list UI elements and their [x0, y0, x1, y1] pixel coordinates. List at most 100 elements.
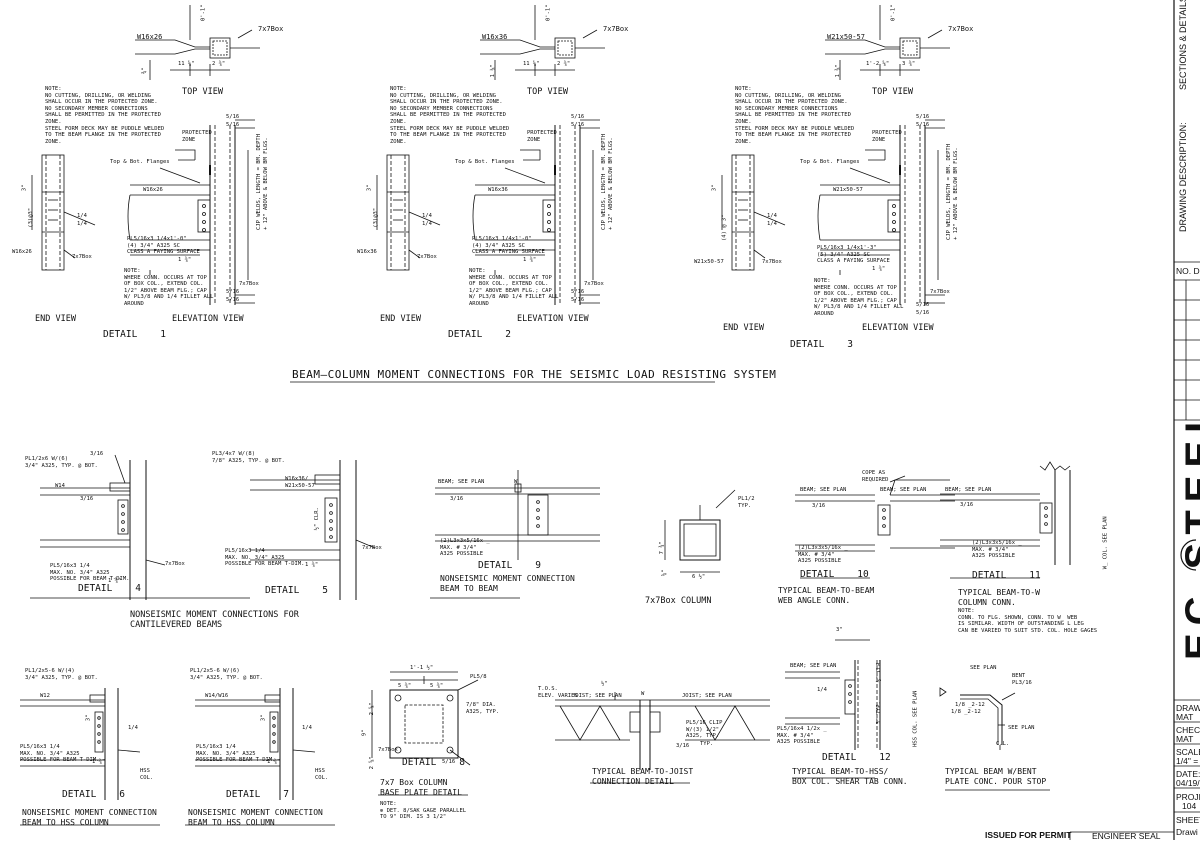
d1-top-view: TOP VIEW [182, 87, 223, 97]
detail-3-title: DETAIL 3 [790, 339, 853, 350]
tb-project: PROJE [1176, 792, 1200, 802]
tb-sections: SECTIONS & DETAILS [1178, 0, 1188, 90]
d3-side-dim: 0'-1" [890, 4, 897, 22]
d10-cope: COPE AS REQUIRED [862, 470, 889, 483]
bent-w2: 1/8 _2-12 [951, 709, 981, 715]
box-d3: ⅝" [661, 569, 668, 577]
joist-typ: TYP. [700, 741, 714, 747]
detail-12-title: DETAIL 12 [822, 752, 891, 763]
detail-8-linework [371, 671, 479, 796]
joist-w316: 3/16 [676, 743, 690, 749]
box-dim: 7 ¾" [658, 541, 665, 555]
d2-plate: PL5/16x3 1/4x1'-0" (4) 3/4" A325 SC CLAS… [472, 236, 545, 256]
joist-j2: JOIST; SEE PLAN [682, 693, 732, 699]
d2-note-bot: NOTE: WHERE CONN. OCCURS AT TOP OF BOX C… [469, 268, 559, 307]
main-title: BEAM–COLUMN MOMENT CONNECTIONS FOR THE S… [292, 368, 777, 381]
d8-top: 1'-1 ½" [410, 665, 434, 671]
d3-ev-beam: W21x50-57 [833, 187, 863, 193]
tb-drawing-desc: DRAWING DESCRIPTION: [1178, 122, 1188, 232]
d1-w14a: 1/4 [77, 213, 87, 219]
d8-s2: 2 ⅝" [368, 756, 375, 770]
d3-flanges: Top & Bot. Flanges [800, 159, 860, 165]
d8-note: NOTE: ⊕ DET. 8/SAK GAGE PARALLEL TO 9" D… [380, 801, 467, 821]
d12-tab: PL5/16x4 1/2x _ MAX. # 3/4" A325 POSSIBL… [777, 726, 827, 746]
d3-endbox: 7x7Box [762, 259, 782, 265]
d6-plate-top: PL1/2x5-6 W/(4) 3/4" A325, TYP. @ BOT. [25, 668, 98, 681]
d3-note-bot: NOTE: WHERE CONN. OCCURS AT TOP OF BOX C… [814, 278, 904, 317]
d1-end-col: W16x26 [12, 249, 32, 255]
tb-sheet-val: Drawi [1176, 827, 1198, 837]
d3-3in: 3" [711, 184, 718, 192]
d2-elev-view: ELEVATION VIEW [517, 314, 589, 324]
d3-dim1: 1'-2 ⅝" [866, 61, 890, 67]
d3-134: 1 ¾" [872, 266, 886, 272]
detail-11-linework [940, 461, 1071, 579]
d1-cjp: CJP WELDS, LENGTH = BM. DEPTH + 12" ABOV… [256, 133, 269, 230]
bent-w1: 1/8 _2-12 [955, 702, 985, 708]
d2-d3: 1 ⅛" [489, 64, 496, 78]
joist-clip: PL5/16 CLIP W/(3) 1/2" A325, TYP. [686, 720, 723, 740]
d3-box-bot: 7x7Box [930, 289, 950, 295]
d12-clr: ½" CLR. [875, 659, 882, 683]
d10-clip: (2)L3x3x5/16x _ MAX. # 3/4" A325 POSSIBL… [798, 545, 848, 565]
d4-w316: 3/16 [90, 451, 104, 457]
d12-beam: BEAM; SEE PLAN [790, 663, 837, 669]
d1-side-dim: 0'-1" [200, 4, 207, 22]
d2-end-col: W16x36 [357, 249, 377, 255]
title-block-frame [1069, 0, 1200, 840]
d3-w14b: 1/4 [767, 221, 777, 227]
bent-plan2: SEE PLAN [1008, 725, 1035, 731]
d12-dim: 3" [836, 627, 843, 633]
d1-ev-beam: W16x26 [143, 187, 163, 193]
tb-checked-val: MAT [1176, 734, 1194, 744]
d12-bolt: 3" TYP. [875, 701, 882, 725]
d11-col: W_ COL. SEE PLAN [1102, 516, 1109, 570]
tb-logo: EC STEEL [1178, 400, 1200, 660]
d8-holes: 7/8" DIA. A325, TYP. [466, 702, 500, 715]
bent-cl: C.L. [996, 741, 1010, 747]
d8-pl: PL5/8 [470, 674, 487, 680]
caption-d4-d5: NONSEISMIC MOMENT CONNECTIONS FOR CANTIL… [130, 610, 299, 630]
d2-note-top: NOTE: NO CUTTING, DRILLING, OR WELDING S… [390, 86, 510, 145]
tb-drawn: DRAW [1176, 703, 1200, 713]
detail-6-title: DETAIL 6 [62, 789, 125, 800]
d2-ev-beam: W16x36 [488, 187, 508, 193]
d6-3in: 3" [85, 714, 92, 722]
d1-w516d: 5/16 [226, 297, 240, 303]
d2-dim2: 2 ¾" [557, 61, 571, 67]
detail-1-linework [31, 5, 260, 305]
caption-box: 7x7Box COLUMN [645, 596, 712, 606]
d2-beam-label: W16x36 [482, 33, 508, 41]
caption-bent: TYPICAL BEAM W/BENT PLATE CONC. POUR STO… [945, 767, 1047, 786]
d3-protected: PROTECTED ZONE [872, 130, 902, 143]
d1-endbox: 7x7Box [72, 254, 92, 260]
d2-3in: 3" [366, 184, 373, 192]
detail-11-title: DETAIL 11 [972, 570, 1041, 581]
d11-w316: 3/16 [960, 502, 974, 508]
d2-box-bot: 7x7Box [584, 281, 604, 287]
d3-end-view: END VIEW [723, 323, 764, 333]
d1-note-bot: NOTE: WHERE CONN. OCCURS AT TOP OF BOX C… [124, 268, 214, 307]
d1-d3: ¾" [141, 67, 148, 75]
detail-9-title: DETAIL 9 [478, 560, 541, 571]
d5-beam: W16x36/ W21x50-57 [285, 476, 315, 489]
caption-d7: NONSEISMIC MOMENT CONNECTION BEAM TO HSS… [188, 808, 323, 827]
joist-tos: T.O.S. ELEV. VARIES [538, 686, 578, 699]
caption-d12: TYPICAL BEAM-TO-HSS/ BOX COL. SHEAR TAB … [792, 767, 908, 786]
d10-beam1: BEAM; SEE PLAN [800, 487, 847, 493]
joist-dim: ½" [601, 681, 608, 687]
d3-beam-label: W21x50-57 [827, 33, 865, 41]
d6-w14: 1/4 [128, 725, 138, 731]
d1-134: 1 ¾" [178, 257, 192, 263]
d10-beam2: BEAM; SEE PLAN [880, 487, 927, 493]
d2-protected: PROTECTED ZONE [527, 130, 557, 143]
d6-beam: W12 [40, 693, 50, 699]
detail-8-title: DETAIL 8 [402, 757, 465, 768]
d6-plate-bot: PL5/16x3 1/4 MAX. NO. 3/4" A325 POSSIBLE… [20, 744, 100, 764]
d2-134: 1 ¾" [523, 257, 537, 263]
d1-end-view: END VIEW [35, 314, 76, 324]
d4-plate-bot: PL5/16x3 1/4 MAX. NO. 3/4" A325 POSSIBLE… [50, 563, 130, 583]
d3-elev-view: ELEVATION VIEW [862, 323, 934, 333]
d7-3in: 3" [260, 714, 267, 722]
d1-w516b: 5/16 [226, 122, 240, 128]
